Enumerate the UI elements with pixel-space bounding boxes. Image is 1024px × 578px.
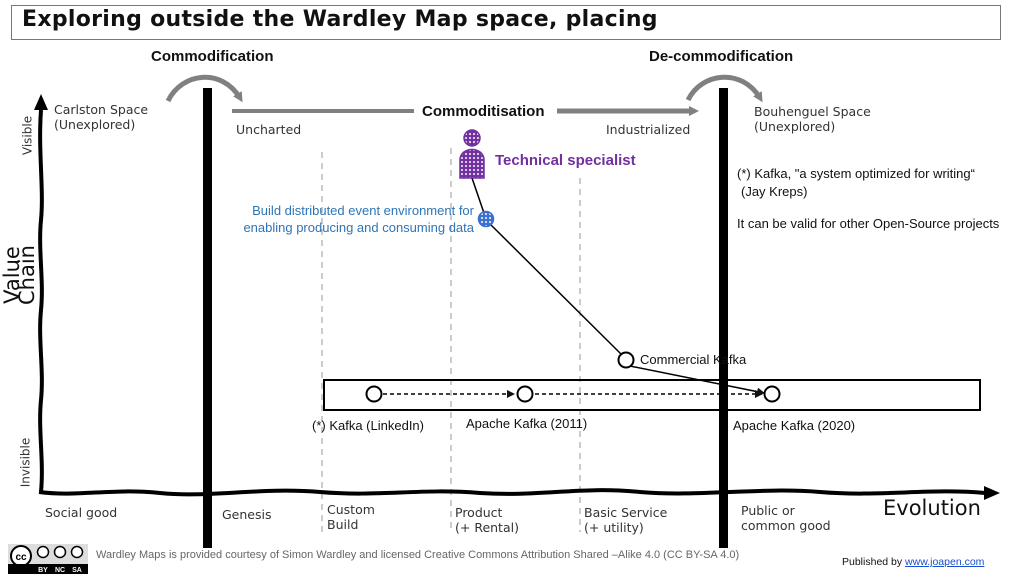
bouhenguel-space-label: Bouhenguel Space (Unexplored): [754, 104, 871, 134]
kafka-linkedin-node[interactable]: [365, 385, 383, 403]
need-label-line1: Build distributed event environment for: [252, 203, 474, 218]
cc-sa: SA: [72, 567, 82, 574]
y-axis-top-label: Visible: [20, 115, 35, 156]
stage-product: Product(+ Rental): [455, 505, 519, 535]
stage-label: (+ Rental): [455, 520, 519, 535]
stage-label: Genesis: [222, 507, 272, 522]
uncharted-label: Uncharted: [236, 122, 302, 137]
note-quote: (*) Kafka, "a system optimized for writi…: [737, 165, 975, 201]
stage-basic-service: Basic Service(+ utility): [584, 505, 667, 535]
commodification-label: Commodification: [151, 48, 274, 65]
link-user-need: [471, 177, 486, 217]
stage-label: Build: [327, 517, 359, 532]
need-label: Build distributed event environment for …: [216, 202, 474, 236]
cc-nc: NC: [55, 567, 65, 574]
boundary-genesis: [203, 88, 212, 548]
de-commodification-label: De-commodification: [649, 48, 794, 65]
kafka-evolution-box: [323, 379, 981, 411]
link-commercial-kafka2020: [629, 365, 765, 396]
stage-label: Public or: [741, 503, 795, 518]
y-axis-label: Value Chain: [0, 245, 39, 305]
de-commodification-arrow: [685, 74, 763, 103]
y-axis-arrowhead: [34, 94, 48, 110]
boundary-commodity: [719, 88, 728, 548]
note-quote-line2: (Jay Kreps): [741, 184, 808, 199]
license-text: Wardley Maps is provided courtesy of Sim…: [96, 549, 740, 561]
apache-kafka-2020-node[interactable]: [763, 385, 781, 403]
link-need-commercial: [488, 222, 623, 356]
cc-logo-text: cc: [15, 552, 27, 563]
y-axis-line: [38, 109, 44, 493]
bouhenguel-line2: (Unexplored): [754, 119, 836, 134]
x-axis-line: [38, 488, 986, 497]
x-axis-arrowhead: [984, 486, 1000, 500]
stage-label: Basic Service: [584, 505, 668, 520]
note-valid: It can be valid for other Open-Source pr…: [737, 216, 1000, 231]
apache-kafka-2020-label: Apache Kafka (2020): [733, 418, 856, 433]
published-by: Published by www.joapen.com: [842, 556, 984, 568]
user-icon[interactable]: [459, 129, 485, 179]
stage-genesis: Genesis: [222, 507, 272, 522]
cc-by: BY: [38, 567, 48, 574]
apache-kafka-2011-label: Apache Kafka (2011): [466, 416, 588, 431]
stage-label: Product: [455, 505, 503, 520]
carlston-line2: (Unexplored): [54, 117, 136, 132]
need-node[interactable]: [477, 210, 495, 228]
industrialized-label: Industrialized: [606, 122, 691, 137]
commodification-arrow: [165, 74, 243, 103]
stage-label: (+ utility): [584, 520, 644, 535]
note-quote-line1: (*) Kafka, "a system optimized for writi…: [737, 166, 975, 181]
need-label-line2: enabling producing and consuming data: [243, 220, 474, 235]
technical-specialist-label: Technical specialist: [495, 152, 636, 169]
joapen-link[interactable]: www.joapen.com: [905, 556, 985, 568]
bouhenguel-line1: Bouhenguel Space: [754, 104, 871, 119]
carlston-line1: Carlston Space: [54, 102, 149, 117]
apache-kafka-2011-node[interactable]: [516, 385, 534, 403]
stage-label: Social good: [45, 505, 118, 520]
y-axis-bottom-label: Invisible: [18, 437, 33, 488]
published-by-text: Published by: [842, 556, 906, 568]
x-axis-label: Evolution: [883, 496, 981, 520]
stage-label: common good: [741, 518, 831, 533]
page-title: Exploring outside the Wardley Map space,…: [22, 7, 658, 32]
title-box: [11, 5, 1001, 40]
carlston-space-label: Carlston Space (Unexplored): [54, 102, 148, 132]
stage-label: Custom: [327, 502, 375, 517]
stage-social-good: Social good: [45, 505, 117, 520]
commoditisation-label: Commoditisation: [422, 103, 545, 120]
commercial-kafka-label: Commercial Kafka: [640, 352, 747, 367]
kafka-linkedin-label: (*) Kafka (LinkedIn): [312, 418, 424, 433]
commercial-kafka-node[interactable]: [617, 351, 635, 369]
cc-license-badge: cc BY NC SA: [8, 544, 88, 574]
